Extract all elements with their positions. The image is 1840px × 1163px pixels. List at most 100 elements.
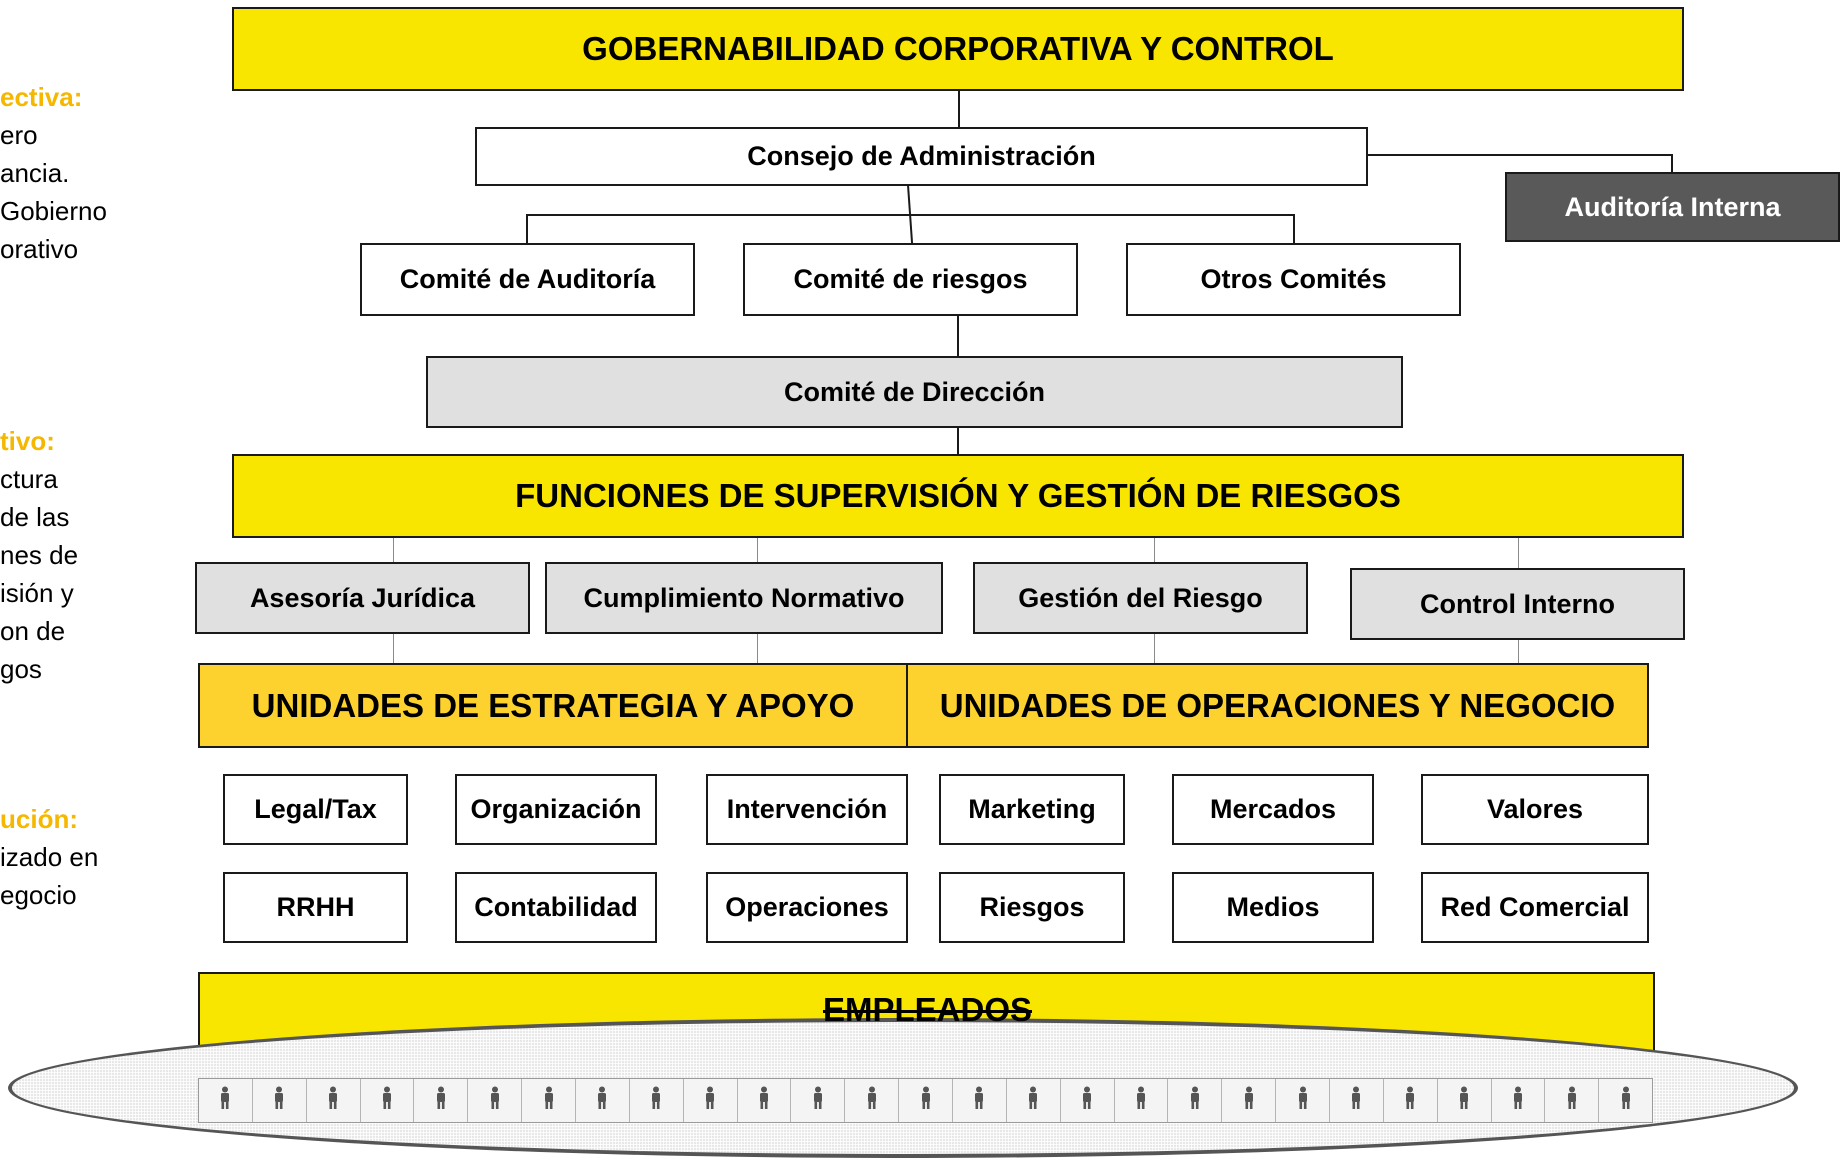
person-icon: [1080, 1086, 1094, 1116]
person-icon: [972, 1086, 986, 1116]
side-note-line: orativo: [0, 234, 79, 264]
side-note-line: nes de: [0, 540, 79, 570]
employee-cell: [361, 1079, 415, 1122]
employee-cell: [414, 1079, 469, 1122]
connector-line: [1366, 154, 1673, 156]
person-icon: [326, 1086, 340, 1116]
side-note-line: gos: [0, 654, 42, 684]
person-icon: [272, 1086, 286, 1116]
other-committees-box: Otros Comités: [1126, 243, 1461, 316]
connector-line: [1293, 214, 1295, 244]
employee-cell: [899, 1079, 954, 1122]
person-icon: [380, 1086, 394, 1116]
employee-cell: [1492, 1079, 1546, 1122]
side-note-line: de las: [0, 502, 70, 532]
employee-cell: [576, 1079, 630, 1122]
employee-cell: [1545, 1079, 1600, 1122]
person-icon: [488, 1086, 502, 1116]
side-note-3: ución: izado en egocio: [0, 800, 140, 914]
unit-legal-tax: Legal/Tax: [223, 774, 408, 845]
person-icon: [649, 1086, 663, 1116]
connector-line: [957, 427, 959, 455]
employee-cell: [468, 1079, 523, 1122]
employee-cell: [1115, 1079, 1169, 1122]
employee-cell: [845, 1079, 900, 1122]
unit-operaciones: Operaciones: [706, 872, 908, 943]
person-icon: [865, 1086, 879, 1116]
employees-label: EMPLEADOS: [822, 991, 1033, 1028]
side-note-1: ectiva: ero ancia. Gobierno orativo: [0, 78, 140, 268]
employee-cell: [953, 1079, 1007, 1122]
side-note-line: ero: [0, 120, 38, 150]
legal-advisory-box: Asesoría Jurídica: [195, 562, 530, 634]
person-icon: [811, 1086, 825, 1116]
unit-contabilidad: Contabilidad: [455, 872, 657, 943]
unit-mercados: Mercados: [1172, 774, 1374, 845]
internal-control-box: Control Interno: [1350, 568, 1685, 640]
person-icon: [1619, 1086, 1633, 1116]
person-icon: [1242, 1086, 1256, 1116]
person-icon: [1457, 1086, 1471, 1116]
unit-organizacion: Organización: [455, 774, 657, 845]
employee-cell: [1061, 1079, 1115, 1122]
connector-line: [1671, 154, 1673, 174]
risk-management-box: Gestión del Riesgo: [973, 562, 1308, 634]
unit-rrhh: RRHH: [223, 872, 408, 943]
side-note-line: isión y: [0, 578, 74, 608]
unit-valores: Valores: [1421, 774, 1649, 845]
connector-line: [957, 315, 959, 357]
employee-cell: [1384, 1079, 1438, 1122]
unit-riesgos: Riesgos: [939, 872, 1125, 943]
side-note-line: ancia.: [0, 158, 70, 188]
employee-cell: [1007, 1079, 1061, 1122]
employee-cell: [791, 1079, 846, 1122]
employee-cell: [307, 1079, 361, 1122]
employees-row: [198, 1078, 1653, 1123]
person-icon: [1188, 1086, 1202, 1116]
person-icon: [703, 1086, 717, 1116]
person-icon: [542, 1086, 556, 1116]
employee-cell: [1276, 1079, 1331, 1122]
operations-business-units-title: UNIDADES DE OPERACIONES Y NEGOCIO: [906, 663, 1649, 748]
employee-cell: [1168, 1079, 1223, 1122]
audit-committee-box: Comité de Auditoría: [360, 243, 695, 316]
side-note-line: egocio: [0, 880, 77, 910]
employee-cell: [1599, 1079, 1652, 1122]
connector-line: [526, 214, 528, 244]
person-icon: [1026, 1086, 1040, 1116]
unit-marketing: Marketing: [939, 774, 1125, 845]
employee-cell: [1222, 1079, 1277, 1122]
employee-cell: [684, 1079, 738, 1122]
person-icon: [434, 1086, 448, 1116]
side-note-heading: ución:: [0, 804, 78, 834]
unit-red-comercial: Red Comercial: [1421, 872, 1649, 943]
side-note-heading: ectiva:: [0, 82, 83, 112]
side-note-line: on de: [0, 616, 66, 646]
employee-cell: [630, 1079, 684, 1122]
governance-title: GOBERNABILIDAD CORPORATIVA Y CONTROL: [232, 7, 1684, 91]
side-note-line: izado en: [0, 842, 99, 872]
employee-cell: [522, 1079, 577, 1122]
supervision-functions-title: FUNCIONES DE SUPERVISIÓN Y GESTIÓN DE RI…: [232, 454, 1684, 538]
internal-audit-box: Auditoría Interna: [1505, 172, 1840, 242]
person-icon: [1134, 1086, 1148, 1116]
employee-cell: [738, 1079, 792, 1122]
employee-cell: [1438, 1079, 1492, 1122]
person-icon: [757, 1086, 771, 1116]
strategy-support-units-title: UNIDADES DE ESTRATEGIA Y APOYO: [198, 663, 908, 748]
employee-cell: [1330, 1079, 1384, 1122]
unit-medios: Medios: [1172, 872, 1374, 943]
person-icon: [1511, 1086, 1525, 1116]
connector-line: [958, 90, 960, 130]
side-note-line: Gobierno: [0, 196, 107, 226]
person-icon: [218, 1086, 232, 1116]
unit-intervencion: Intervención: [706, 774, 908, 845]
person-icon: [1403, 1086, 1417, 1116]
side-note-heading: tivo:: [0, 426, 55, 456]
employee-cell: [253, 1079, 307, 1122]
person-icon: [595, 1086, 609, 1116]
management-committee-box: Comité de Dirección: [426, 356, 1403, 428]
person-icon: [1349, 1086, 1363, 1116]
employee-cell: [199, 1079, 253, 1122]
compliance-box: Cumplimiento Normativo: [545, 562, 943, 634]
